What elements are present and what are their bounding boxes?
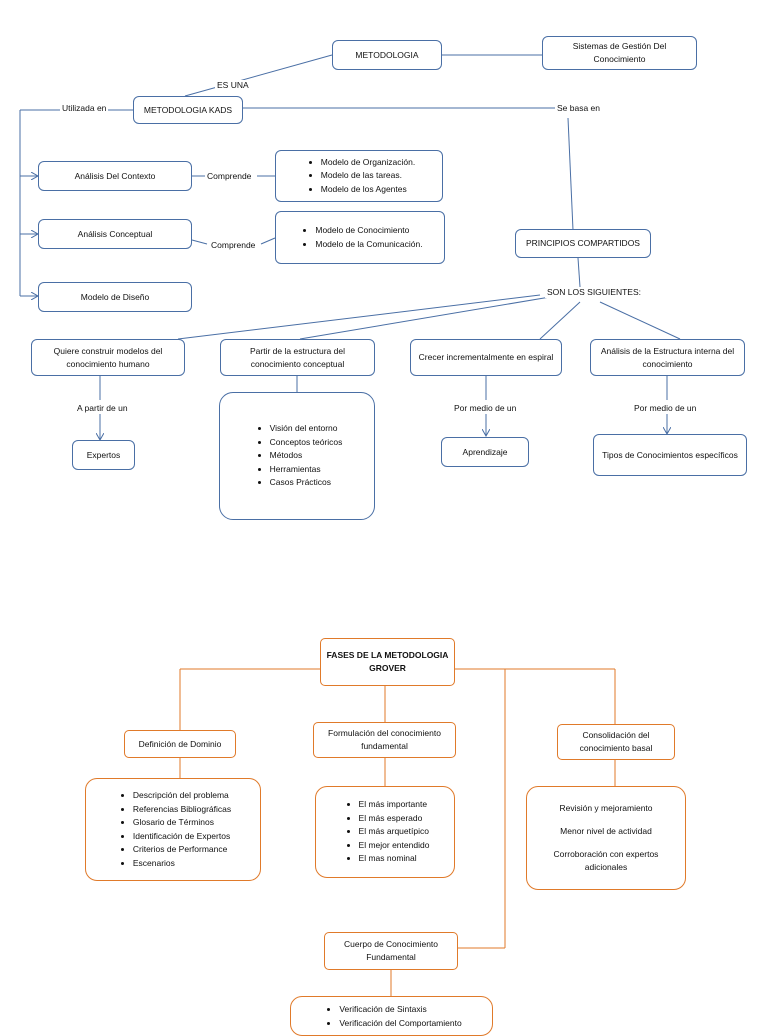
formulacion-list-box: El más importante El más esperado El más… bbox=[315, 786, 455, 878]
list-item: Herramientas bbox=[270, 463, 343, 477]
list-item: El más esperado bbox=[359, 812, 430, 826]
p2-list-box: Visión del entorno Conceptos teóricos Mé… bbox=[219, 392, 375, 520]
list-item: Modelo de la Comunicación. bbox=[315, 238, 422, 252]
consolidacion-item: Corroboración con expertos adicionales bbox=[553, 849, 659, 872]
comprende-label-2: Comprende bbox=[209, 240, 258, 251]
a-partir-de-un-label: A partir de un bbox=[75, 403, 130, 414]
list-item: Identificación de Expertos bbox=[133, 830, 231, 844]
list-item: Modelo de los Agentes bbox=[321, 183, 416, 197]
contexto-list-box: Modelo de Organización. Modelo de las ta… bbox=[275, 150, 443, 202]
kads-label: METODOLOGIA KADS bbox=[143, 104, 233, 115]
list-item: Conceptos teóricos bbox=[270, 436, 343, 450]
list-item: El más arquetípico bbox=[359, 825, 430, 839]
principle-3-label: Crecer incrementalmente en espiral bbox=[418, 352, 554, 362]
list-item: Modelo de Organización. bbox=[321, 156, 416, 170]
list-item: Modelo de las tareas. bbox=[321, 169, 416, 183]
modelo-diseno-box: Modelo de Diseño bbox=[38, 282, 192, 312]
principle-1-label: Quiere construir modelos del conocimient… bbox=[53, 345, 163, 369]
list-item: El más importante bbox=[359, 798, 430, 812]
list-item: Criterios de Performance bbox=[133, 843, 231, 857]
list-item: Descripción del problema bbox=[133, 789, 231, 803]
aprendizaje-box: Aprendizaje bbox=[441, 437, 529, 467]
consolidacion-item: Menor nivel de actividad bbox=[560, 826, 652, 836]
por-medio-label-1: Por medio de un bbox=[452, 403, 519, 414]
analisis-contexto-label: Análisis Del Contexto bbox=[74, 170, 156, 181]
principle-4-label: Análisis de la Estructura interna del co… bbox=[600, 345, 735, 369]
metodologia-label: METODOLOGIA bbox=[355, 49, 419, 60]
kads-box: METODOLOGIA KADS bbox=[133, 96, 243, 124]
por-medio-label-2: Por medio de un bbox=[632, 403, 699, 414]
list-item: Métodos bbox=[270, 449, 343, 463]
consolidacion-label: Consolidación del conocimiento basal bbox=[579, 730, 653, 753]
definicion-list: Descripción del problema Referencias Bib… bbox=[115, 789, 231, 870]
p2-list: Visión del entorno Conceptos teóricos Mé… bbox=[252, 422, 343, 490]
grover-title-box: FASES DE LA METODOLOGIA GROVER bbox=[320, 638, 455, 686]
analisis-conceptual-box: Análisis Conceptual bbox=[38, 219, 192, 249]
principle-1-box: Quiere construir modelos del conocimient… bbox=[31, 339, 185, 376]
analisis-conceptual-label: Análisis Conceptual bbox=[77, 228, 153, 239]
principios-box: PRINCIPIOS COMPARTIDOS bbox=[515, 229, 651, 258]
cuerpo-list-box: Verificación de Sintaxis Verificación de… bbox=[290, 996, 493, 1036]
son-los-siguientes-label: SON LOS SIGUIENTES: bbox=[545, 287, 643, 298]
list-item: Visión del entorno bbox=[270, 422, 343, 436]
principle-3-box: Crecer incrementalmente en espiral bbox=[410, 339, 562, 376]
principios-label: PRINCIPIOS COMPARTIDOS bbox=[526, 238, 640, 248]
definicion-list-box: Descripción del problema Referencias Bib… bbox=[85, 778, 261, 881]
sistemas-label: Sistemas de Gestión Del Conocimiento bbox=[572, 41, 667, 64]
cuerpo-box: Cuerpo de Conocimiento Fundamental bbox=[324, 932, 458, 970]
conceptual-list-box: Modelo de Conocimiento Modelo de la Comu… bbox=[275, 211, 445, 264]
cuerpo-list: Verificación de Sintaxis Verificación de… bbox=[321, 1003, 461, 1030]
principle-2-label: Partir de la estructura del conocimiento… bbox=[250, 345, 345, 369]
formulacion-list: El más importante El más esperado El más… bbox=[341, 798, 430, 866]
expertos-box: Expertos bbox=[72, 440, 135, 470]
formulacion-label: Formulación del conocimiento fundamental bbox=[328, 728, 441, 751]
list-item: Modelo de Conocimiento bbox=[315, 224, 422, 238]
consolidacion-list-box: Revisión y mejoramiento Menor nivel de a… bbox=[526, 786, 686, 890]
list-item: Verificación del Comportamiento bbox=[339, 1017, 461, 1031]
es-una-label: ES UNA bbox=[215, 80, 251, 91]
cuerpo-label: Cuerpo de Conocimiento Fundamental bbox=[343, 939, 439, 962]
grover-title: FASES DE LA METODOLOGIA GROVER bbox=[326, 650, 449, 673]
list-item: Escenarios bbox=[133, 857, 231, 871]
formulacion-box: Formulación del conocimiento fundamental bbox=[313, 722, 456, 758]
principle-4-box: Análisis de la Estructura interna del co… bbox=[590, 339, 745, 376]
consolidacion-item: Revisión y mejoramiento bbox=[559, 803, 653, 813]
aprendizaje-label: Aprendizaje bbox=[462, 446, 508, 457]
list-item: Referencias Bibliográficas bbox=[133, 803, 231, 817]
list-item: El mas nominal bbox=[359, 852, 430, 866]
contexto-list: Modelo de Organización. Modelo de las ta… bbox=[303, 156, 416, 197]
se-basa-en-label: Se basa en bbox=[555, 103, 603, 114]
list-item: Glosario de Términos bbox=[133, 816, 231, 830]
utilizada-en-label: Utilizada en bbox=[60, 103, 109, 114]
tipos-label: Tipos de Conocimientos específicos bbox=[602, 449, 738, 460]
list-item: Verificación de Sintaxis bbox=[339, 1003, 461, 1017]
definicion-box: Definición de Dominio bbox=[124, 730, 236, 758]
definicion-label: Definición de Dominio bbox=[138, 738, 222, 749]
conceptual-list: Modelo de Conocimiento Modelo de la Comu… bbox=[297, 224, 422, 251]
consolidacion-box: Consolidación del conocimiento basal bbox=[557, 724, 675, 760]
expertos-label: Expertos bbox=[86, 449, 121, 460]
sistemas-box: Sistemas de Gestión Del Conocimiento bbox=[542, 36, 697, 70]
modelo-diseno-label: Modelo de Diseño bbox=[80, 291, 150, 302]
tipos-box: Tipos de Conocimientos específicos bbox=[593, 434, 747, 476]
analisis-contexto-box: Análisis Del Contexto bbox=[38, 161, 192, 191]
metodologia-box: METODOLOGIA bbox=[332, 40, 442, 70]
list-item: Casos Prácticos bbox=[270, 476, 343, 490]
comprende-label-1: Comprende bbox=[205, 171, 254, 182]
list-item: El mejor entendido bbox=[359, 839, 430, 853]
principle-2-box: Partir de la estructura del conocimiento… bbox=[220, 339, 375, 376]
